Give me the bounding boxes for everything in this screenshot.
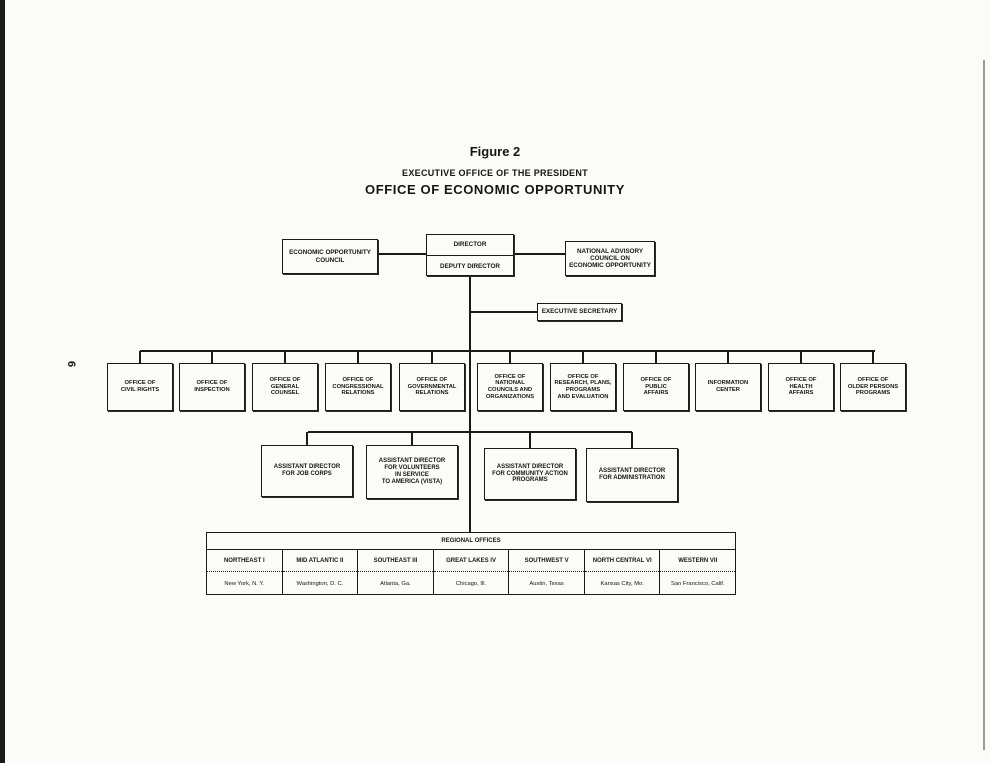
connector-office-drop — [357, 351, 359, 364]
page-number: 6 — [65, 360, 78, 368]
office-box: OFFICE OF PUBLIC AFFAIRS — [623, 363, 689, 411]
advisory-label: NATIONAL ADVISORY COUNCIL ON ECONOMIC OP… — [569, 247, 651, 270]
assistant-director-box: ASSISTANT DIRECTOR FOR JOB CORPS — [261, 445, 353, 497]
region-name: SOUTHWEST V — [509, 550, 584, 572]
executive-secretary-box: EXECUTIVE SECRETARY — [537, 303, 622, 321]
office-label: OFFICE OF RESEARCH, PLANS, PROGRAMS AND … — [554, 373, 612, 400]
director-box: DIRECTOR DEPUTY DIRECTOR — [426, 234, 514, 276]
office-label: OFFICE OF GOVERNMENTAL RELATIONS — [407, 377, 457, 397]
assistant-director-box: ASSISTANT DIRECTOR FOR COMMUNITY ACTION … — [484, 448, 576, 500]
region-cell: SOUTHWEST V Austin, Texas — [509, 550, 585, 595]
figure-title: Figure 2 — [469, 144, 521, 159]
office-box: OFFICE OF RESEARCH, PLANS, PROGRAMS AND … — [550, 363, 616, 411]
region-name: NORTHEAST I — [207, 550, 282, 572]
region-name: SOUTHEAST III — [358, 550, 433, 572]
region-name: WESTERN VII — [660, 550, 736, 572]
page-edge-right — [983, 60, 985, 750]
region-city: Kansas City, Mo. — [600, 580, 644, 587]
office-box: OFFICE OF HEALTH AFFAIRS — [768, 363, 834, 411]
region-cell: NORTH CENTRAL VI Kansas City, Mo. — [584, 550, 661, 595]
connector-council-director — [378, 253, 426, 255]
connector-offices-bar — [140, 350, 875, 352]
office-label: OFFICE OF INSPECTION — [194, 380, 230, 393]
office-label: OFFICE OF GENERAL COUNSEL — [269, 377, 301, 397]
connector-assistant-drop — [306, 432, 308, 445]
office-box: INFORMATION CENTER — [695, 363, 761, 411]
region-city: Atlanta, Ga. — [380, 580, 411, 587]
connector-main-trunk — [469, 276, 471, 534]
connector-office-drop — [800, 351, 802, 364]
connector-director-advisory — [514, 253, 565, 255]
connector-assistant-drop — [529, 432, 531, 448]
office-label: OFFICE OF HEALTH AFFAIRS — [785, 377, 817, 397]
assistant-director-label: ASSISTANT DIRECTOR FOR VOLUNTEERS IN SER… — [378, 458, 446, 485]
region-city: New York, N. Y. — [224, 580, 265, 587]
region-cell: WESTERN VII San Francisco, Calif. — [660, 550, 736, 595]
exec-office-subtitle: EXECUTIVE OFFICE OF THE PRESIDENT — [402, 168, 588, 178]
region-name: GREAT LAKES IV — [433, 550, 509, 572]
org-title: OFFICE OF ECONOMIC OPPORTUNITY — [365, 182, 625, 197]
region-name: MID ATLANTIC II — [282, 550, 358, 572]
assistant-director-label: ASSISTANT DIRECTOR FOR COMMUNITY ACTION … — [492, 463, 568, 484]
office-box: OFFICE OF CONGRESSIONAL RELATIONS — [325, 363, 391, 411]
connector-assistants-bar — [308, 431, 632, 433]
assistant-director-box: ASSISTANT DIRECTOR FOR ADMINISTRATION — [586, 448, 678, 502]
page-edge-left — [0, 0, 5, 763]
region-cell: GREAT LAKES IV Chicago, Ill. — [433, 550, 510, 595]
assistant-director-box: ASSISTANT DIRECTOR FOR VOLUNTEERS IN SER… — [366, 445, 458, 499]
director-label: DIRECTOR — [453, 241, 487, 249]
office-box: OFFICE OF NATIONAL COUNCILS AND ORGANIZA… — [477, 363, 543, 411]
connector-office-drop — [727, 351, 729, 364]
region-city: San Francisco, Calif. — [671, 580, 725, 587]
office-label: OFFICE OF CIVIL RIGHTS — [120, 380, 160, 393]
office-box: OFFICE OF GOVERNMENTAL RELATIONS — [399, 363, 465, 411]
office-label: OFFICE OF CONGRESSIONAL RELATIONS — [332, 377, 384, 397]
connector-office-drop — [211, 351, 213, 364]
region-name: NORTH CENTRAL VI — [584, 550, 660, 572]
connector-office-drop — [582, 351, 584, 364]
region-cell: NORTHEAST I New York, N. Y. — [207, 550, 283, 595]
economic-opportunity-council-box: ECONOMIC OPPORTUNITY COUNCIL — [282, 239, 378, 274]
connector-exec-secretary — [470, 311, 537, 313]
region-cell: SOUTHEAST III Atlanta, Ga. — [358, 550, 434, 595]
office-box: OFFICE OF CIVIL RIGHTS — [107, 363, 173, 411]
assistant-director-label: ASSISTANT DIRECTOR FOR ADMINISTRATION — [598, 468, 666, 481]
connector-office-drop — [509, 351, 511, 364]
connector-office-drop — [139, 351, 141, 364]
connector-assistant-drop — [411, 432, 413, 445]
council-label: ECONOMIC OPPORTUNITY COUNCIL — [289, 249, 371, 264]
regional-offices-heading: REGIONAL OFFICES — [207, 533, 735, 550]
connector-assistant-drop — [631, 432, 633, 448]
region-cell: MID ATLANTIC II Washington, D. C. — [282, 550, 359, 595]
connector-office-drop — [284, 351, 286, 364]
regional-offices-table: REGIONAL OFFICES NORTHEAST I New York, N.… — [206, 532, 736, 595]
office-label: OFFICE OF OLDER PERSONS PROGRAMS — [847, 377, 899, 397]
deputy-director-label: DEPUTY DIRECTOR — [427, 255, 513, 278]
office-box: OFFICE OF GENERAL COUNSEL — [252, 363, 318, 411]
connector-office-drop — [431, 351, 433, 364]
assistant-director-label: ASSISTANT DIRECTOR FOR JOB CORPS — [273, 464, 341, 477]
office-label: OFFICE OF PUBLIC AFFAIRS — [640, 377, 672, 397]
office-box: OFFICE OF INSPECTION — [179, 363, 245, 411]
region-city: Chicago, Ill. — [455, 580, 487, 587]
connector-office-drop — [872, 351, 874, 364]
office-label: INFORMATION CENTER — [707, 380, 749, 393]
region-city: Washington, D. C. — [296, 580, 344, 587]
exec-secretary-label: EXECUTIVE SECRETARY — [541, 308, 618, 316]
connector-office-drop — [655, 351, 657, 364]
region-city: Austin, Texas — [529, 580, 564, 587]
national-advisory-council-box: NATIONAL ADVISORY COUNCIL ON ECONOMIC OP… — [565, 241, 655, 276]
office-label: OFFICE OF NATIONAL COUNCILS AND ORGANIZA… — [485, 373, 535, 400]
office-box: OFFICE OF OLDER PERSONS PROGRAMS — [840, 363, 906, 411]
